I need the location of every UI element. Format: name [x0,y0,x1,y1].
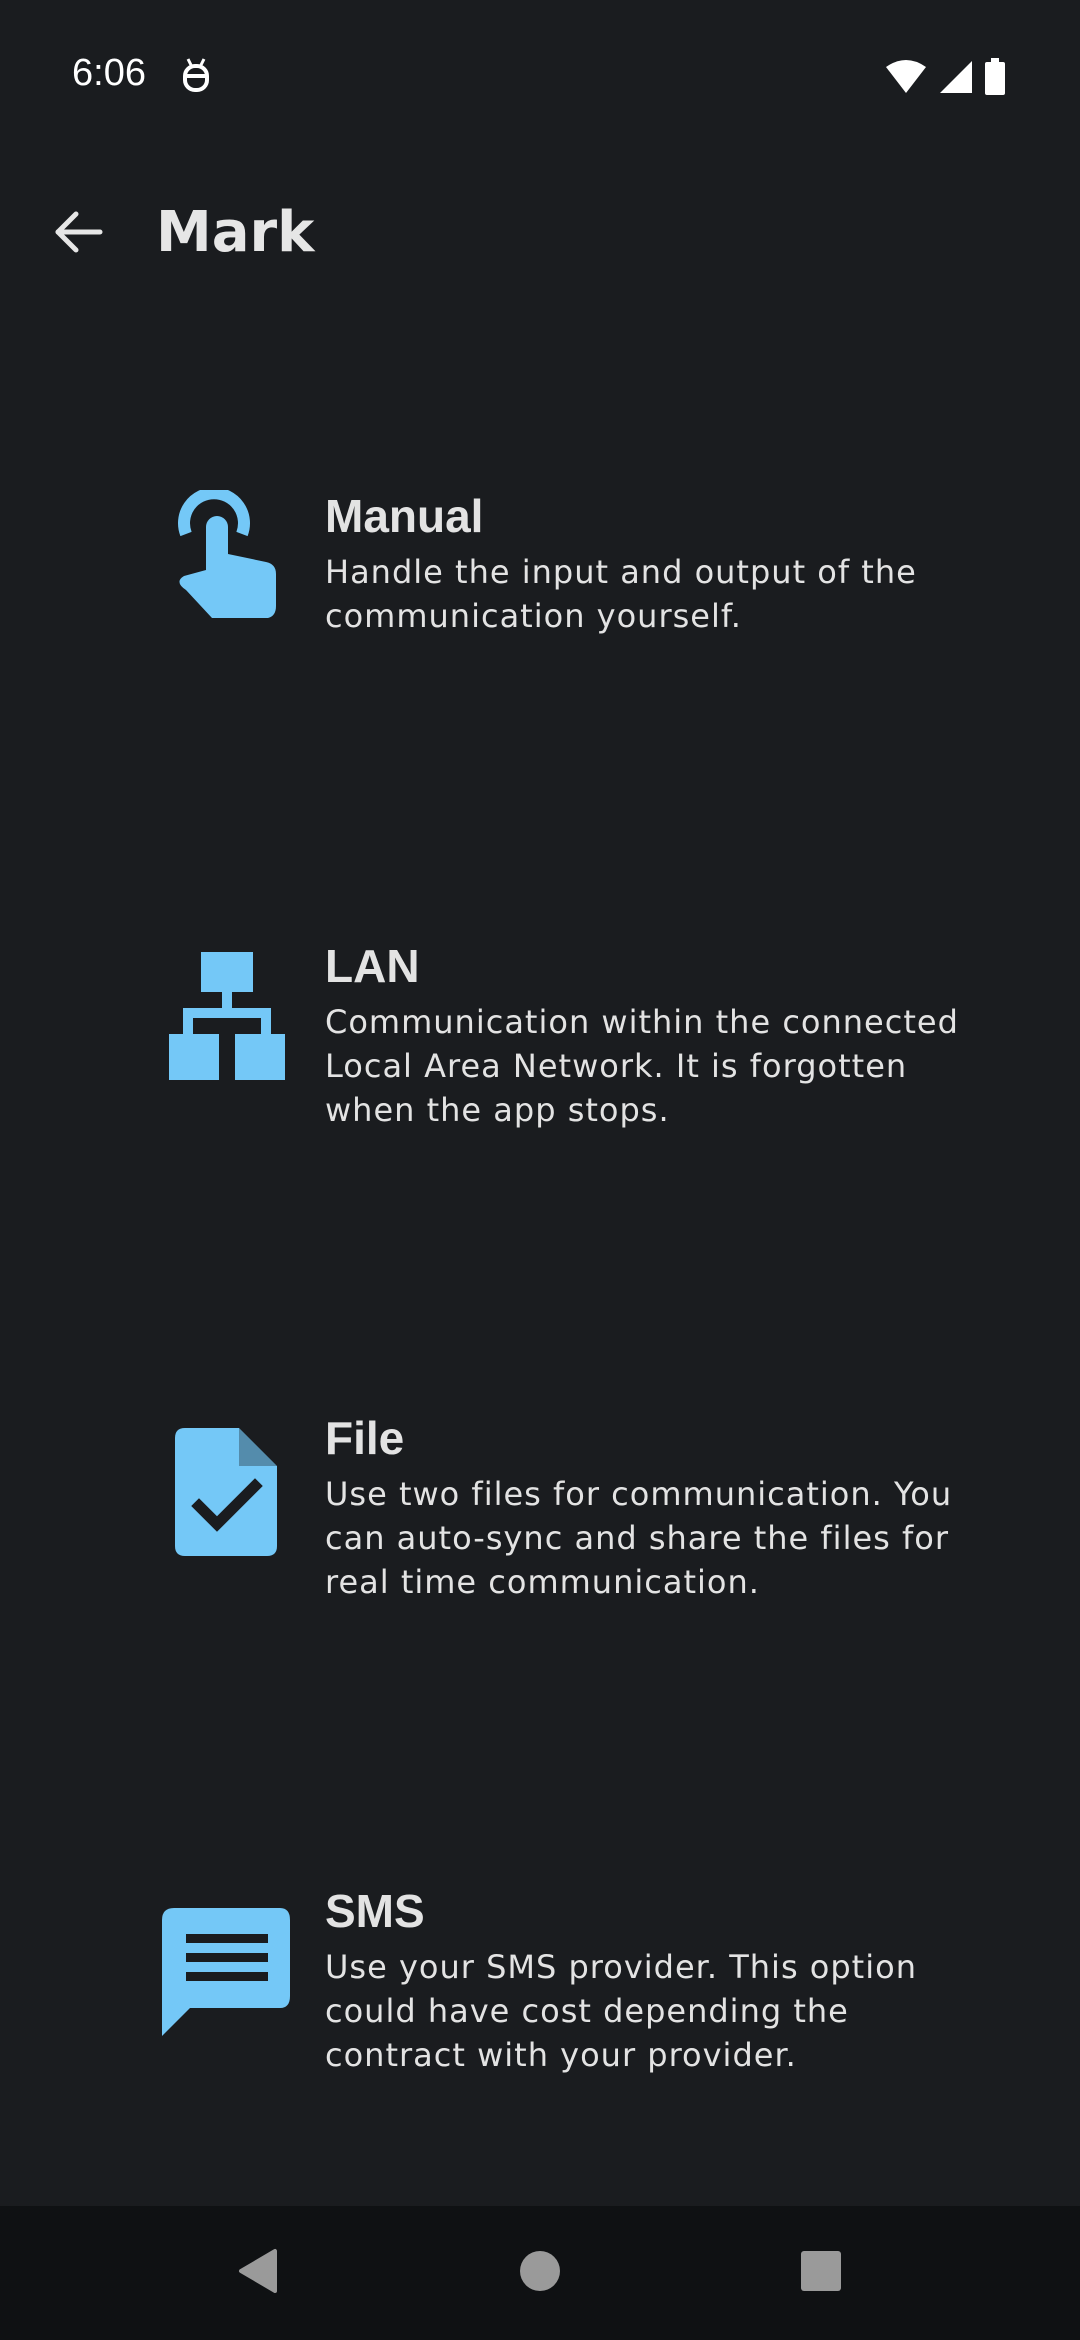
wifi-icon [884,59,928,100]
home-circle-icon [518,2249,562,2298]
status-time: 6:06 [72,52,146,94]
option-file[interactable]: File Use two files for communication. Yo… [0,1392,1080,1652]
page-title: Mark [156,200,315,265]
file-check-icon [160,1426,294,1560]
option-lan-text: LAN Communication within the connected L… [325,938,965,1132]
option-description: Handle the input and output of the commu… [325,553,917,635]
navigation-bar [0,2206,1080,2340]
message-icon [160,1905,294,2039]
back-button[interactable] [40,196,116,272]
option-file-text: File Use two files for communication. Yo… [325,1410,965,1604]
nav-home-button[interactable] [495,2228,585,2318]
option-title: LAN [325,940,420,992]
recents-square-icon [799,2249,843,2298]
back-triangle-icon [235,2247,279,2300]
touch-hand-icon [160,490,294,624]
signal-icon [938,59,974,100]
option-title: File [325,1412,405,1464]
battery-icon [984,58,1006,101]
option-sms[interactable]: SMS Use your SMS provider. This option c… [0,1865,1080,2125]
option-description: Communication within the connected Local… [325,1003,959,1129]
nav-back-button[interactable] [212,2228,302,2318]
option-title: Manual [325,490,484,542]
option-manual-text: Manual Handle the input and output of th… [325,488,965,638]
network-tree-icon [160,950,294,1084]
debug-icon [178,56,214,96]
option-description: Use your SMS provider. This option could… [325,1948,917,2074]
arrow-back-icon [52,206,104,263]
option-title: SMS [325,1885,425,1937]
option-manual[interactable]: Manual Handle the input and output of th… [0,470,1080,690]
option-description: Use two files for communication. You can… [325,1475,953,1601]
nav-recents-button[interactable] [776,2228,866,2318]
app-bar: Mark [0,180,1080,290]
status-bar: 6:06 [0,0,1080,150]
status-icons [884,58,1006,101]
option-sms-text: SMS Use your SMS provider. This option c… [325,1883,965,2077]
option-lan[interactable]: LAN Communication within the connected L… [0,920,1080,1180]
